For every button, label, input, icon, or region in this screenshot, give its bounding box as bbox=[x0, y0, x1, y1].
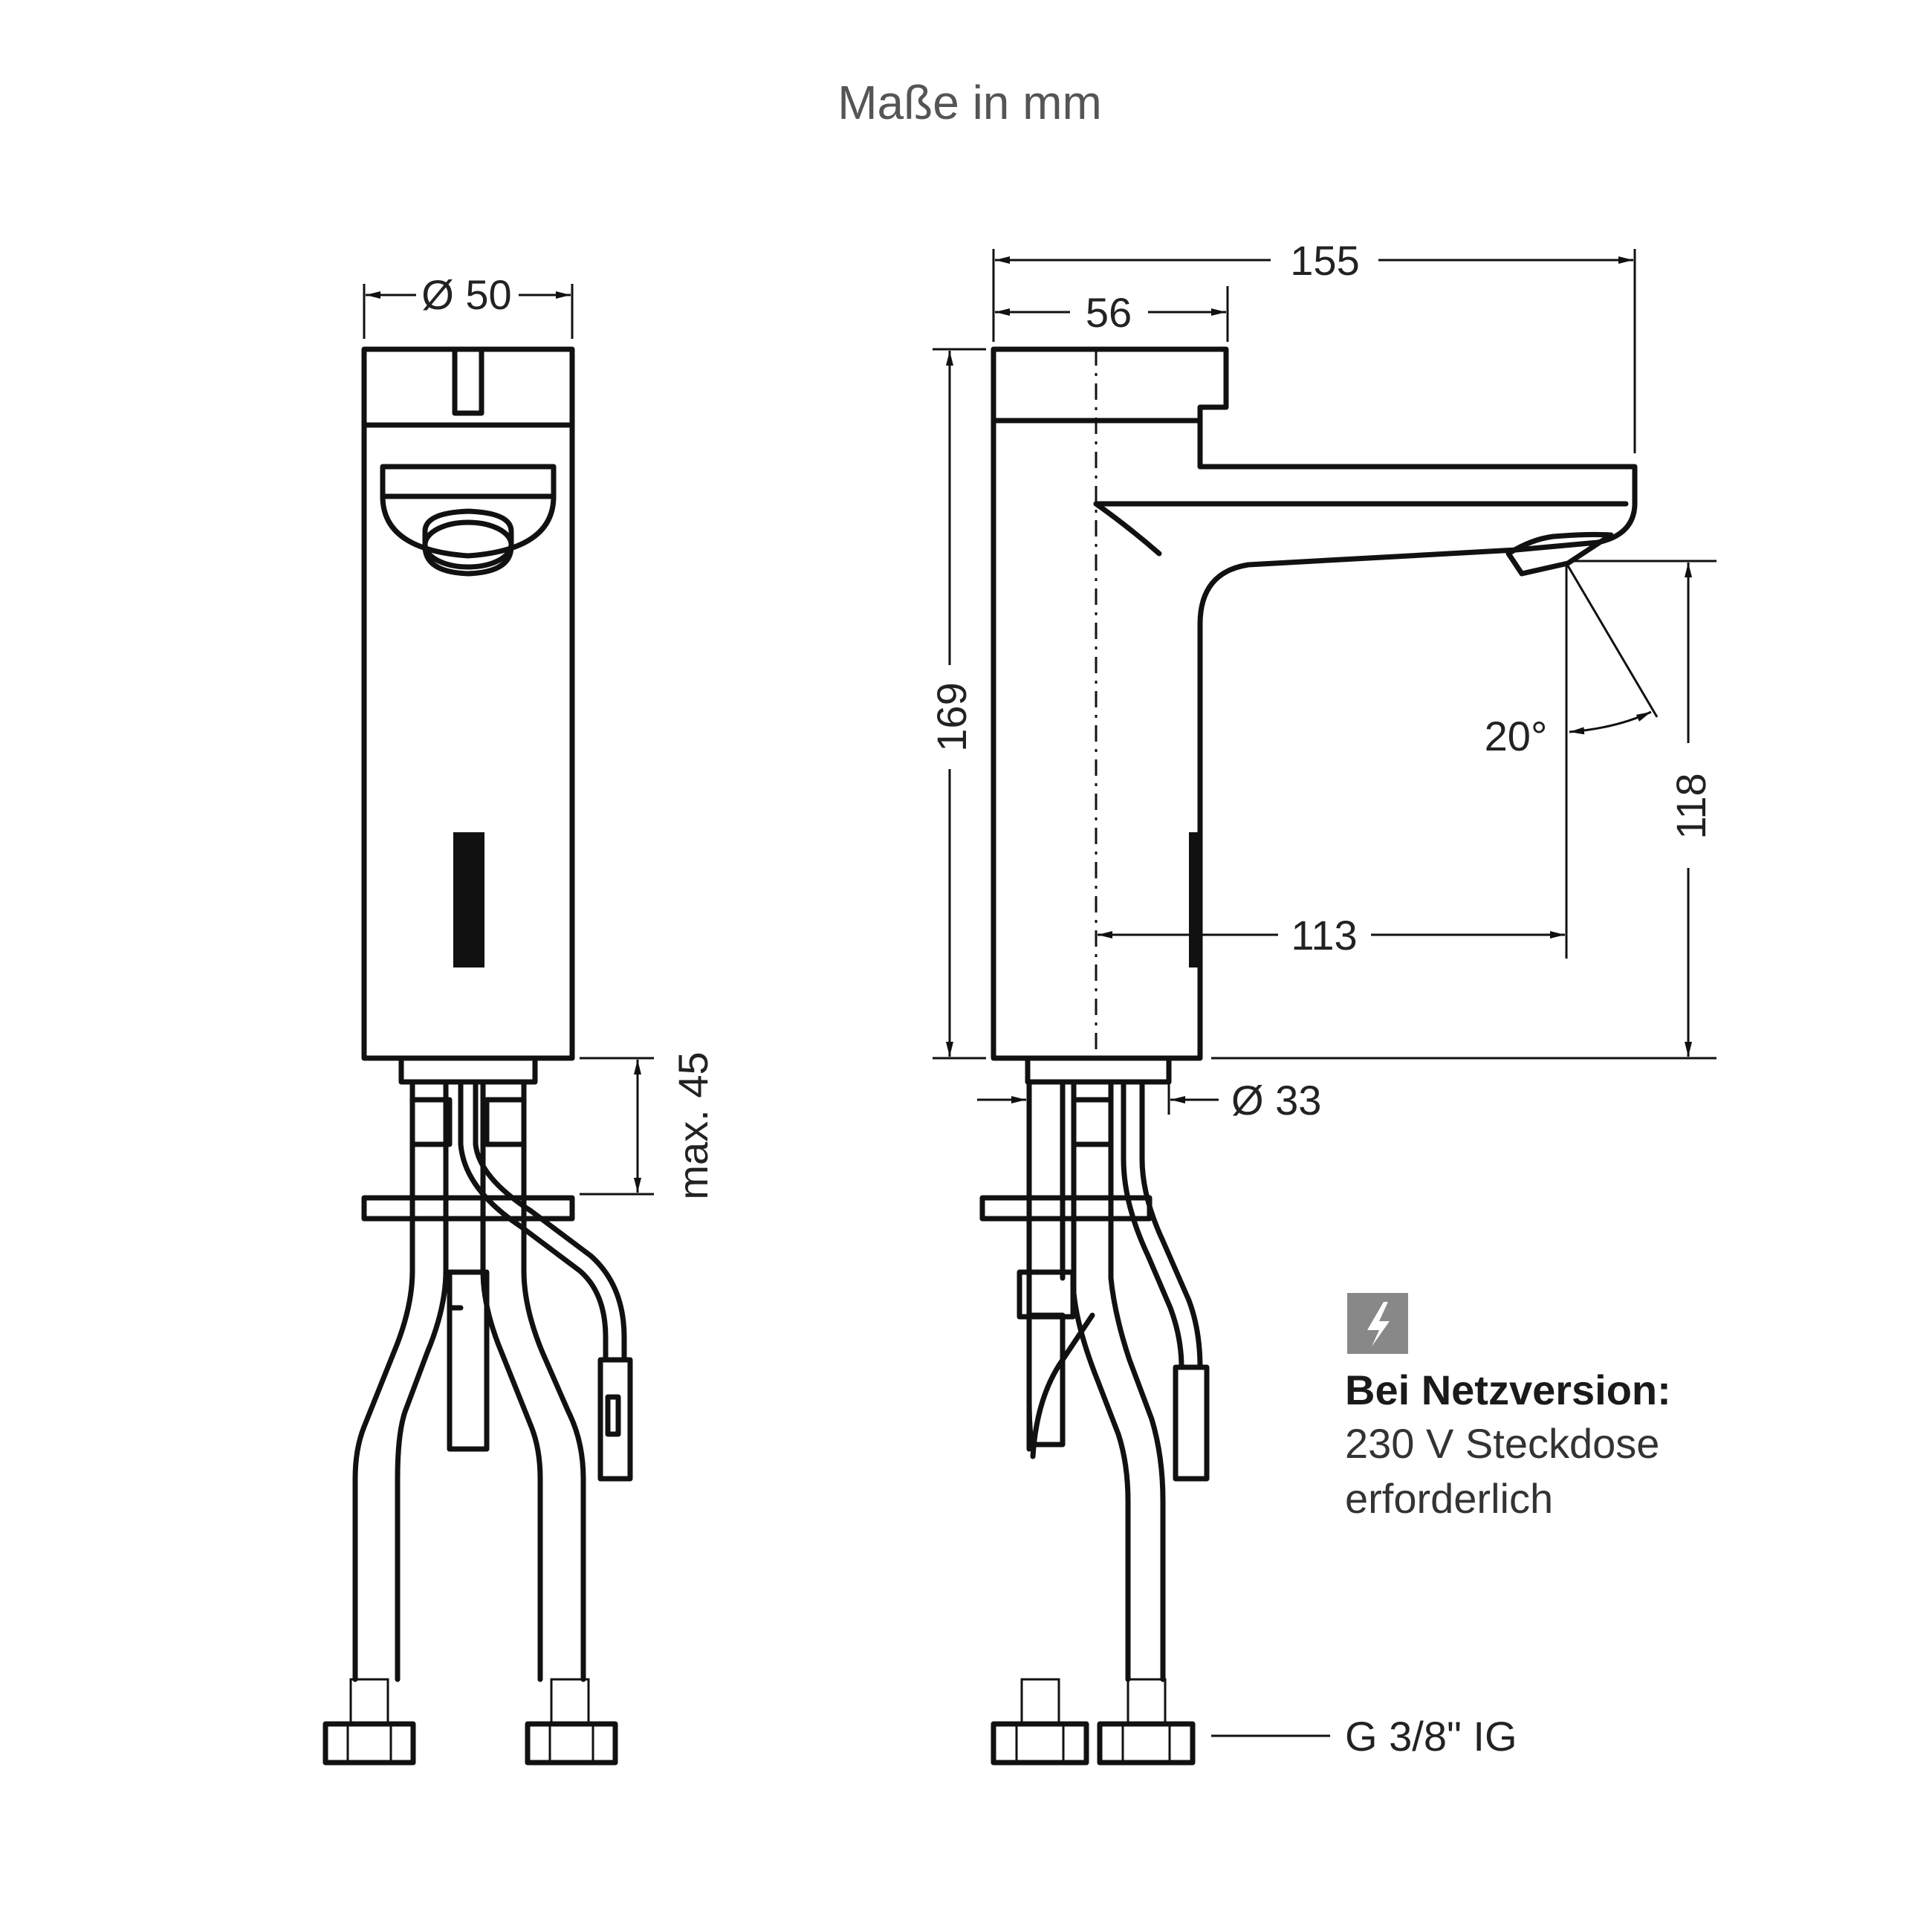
front-hose-left bbox=[352, 1079, 415, 1682]
side-rod-nut bbox=[1017, 1269, 1076, 1320]
side-nut-front bbox=[991, 1721, 1089, 1766]
note-heading: Bei Netzversion: bbox=[1345, 1367, 1671, 1413]
front-cable-plug bbox=[597, 1357, 633, 1482]
note-line-1: 230 V Steckdose bbox=[1345, 1420, 1659, 1467]
dim-height: 169 bbox=[928, 682, 975, 751]
side-hose-back bbox=[1071, 1079, 1131, 1682]
front-spout-opening bbox=[380, 464, 557, 559]
front-nut-left bbox=[322, 1721, 416, 1766]
front-cap-slot bbox=[452, 346, 484, 416]
dim-outlet-height: 118 bbox=[1667, 773, 1714, 839]
side-body-spout bbox=[991, 418, 1638, 1061]
dim-max-depth: max. 45 bbox=[670, 1051, 716, 1199]
front-clamp-bar bbox=[361, 1195, 575, 1222]
side-cable bbox=[1121, 1079, 1184, 1370]
dim-angle: 20° bbox=[1485, 713, 1548, 759]
front-cable bbox=[458, 1079, 609, 1363]
side-view: 155 56 169 20° 118 113 Ø 33 bbox=[928, 237, 1717, 1766]
dim-body-depth: 56 bbox=[1086, 289, 1132, 336]
dim-diameter-top: Ø 50 bbox=[421, 271, 511, 318]
side-aerator bbox=[1505, 531, 1614, 577]
side-cable-plug bbox=[1173, 1364, 1210, 1482]
side-nut-back bbox=[1097, 1721, 1196, 1766]
side-base-plate bbox=[1025, 1055, 1172, 1085]
front-sensor-window bbox=[453, 832, 484, 967]
front-nut-right bbox=[525, 1721, 618, 1766]
note-line-2: erforderlich bbox=[1345, 1475, 1553, 1522]
power-note: Bei Netzversion: 230 V Steckdose erforde… bbox=[1345, 1293, 1671, 1522]
dim-total-length: 155 bbox=[1290, 237, 1359, 284]
side-clamp-bar bbox=[979, 1195, 1153, 1222]
front-hose-right bbox=[480, 1079, 543, 1682]
page-title: Maße in mm bbox=[837, 76, 1102, 129]
side-sensor-window bbox=[1189, 832, 1202, 967]
front-threaded-rod bbox=[447, 1269, 490, 1452]
side-cap bbox=[991, 346, 1229, 424]
dim-outlet-reach: 113 bbox=[1291, 912, 1357, 959]
front-view: Ø 50 max. 45 bbox=[322, 271, 716, 1766]
dim-shank-diameter: Ø 33 bbox=[1231, 1077, 1321, 1124]
front-base-plate bbox=[398, 1055, 538, 1085]
dim-connection-thread: G 3/8" IG bbox=[1345, 1713, 1517, 1760]
